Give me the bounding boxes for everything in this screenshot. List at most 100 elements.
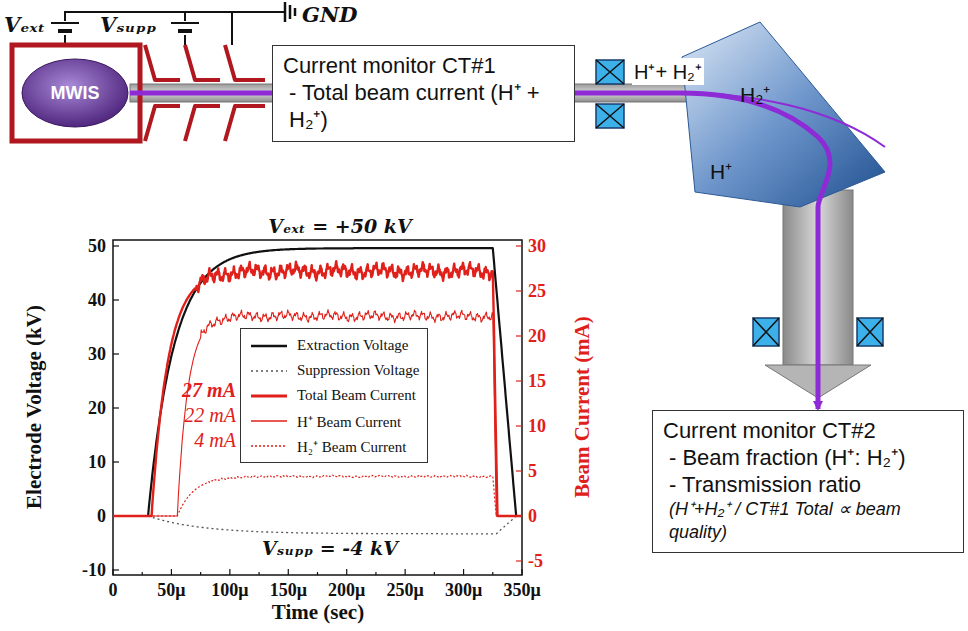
tick-label: -5	[528, 551, 543, 572]
drawing-part	[857, 318, 883, 346]
drawing-part	[65, 12, 285, 45]
drawing-part	[185, 106, 220, 141]
tick-mark	[405, 569, 406, 575]
drawing-part	[58, 29, 72, 33]
box-text: (H⁺+H₂⁺ / CT#1 Total ∝ beam quality)	[663, 498, 953, 544]
tick-label: 300μ	[445, 580, 482, 601]
tick-label: 200μ	[328, 580, 365, 601]
tick-mark	[516, 335, 522, 336]
shape-label: H⁺	[710, 157, 732, 185]
axis-title: Beam Current (mA)	[570, 316, 595, 498]
legend-line	[251, 344, 287, 347]
legend-text: Suppression Voltage	[297, 362, 419, 379]
drawing-part	[145, 45, 180, 80]
tick-mark	[288, 569, 289, 575]
tick-mark	[434, 572, 435, 575]
tick-mark	[516, 470, 522, 471]
drawing-part	[596, 104, 624, 128]
drawing-part	[50, 21, 80, 35]
drawing-part	[596, 60, 624, 84]
drawing-part	[12, 45, 140, 141]
drawing-part	[65, 2, 295, 45]
tick-mark	[346, 569, 347, 575]
tick-mark	[113, 299, 119, 300]
tick-mark	[463, 569, 464, 575]
tick-label: 350μ	[503, 580, 540, 601]
legend-sample	[249, 365, 289, 377]
drawing-part	[284, 2, 287, 22]
tick-label: 150μ	[270, 580, 307, 601]
shape-label: MWIS	[20, 57, 130, 129]
legend-row: H⁺ Beam Current	[249, 408, 419, 433]
legend-row: H₂⁺ Beam Current	[249, 433, 419, 458]
tick-mark	[113, 245, 119, 246]
legend-sample	[249, 440, 289, 452]
tick-label: 100μ	[211, 580, 248, 601]
tick-mark	[113, 353, 119, 354]
tick-label: 250μ	[387, 580, 424, 601]
tick-mark	[258, 572, 259, 575]
tick-label: 25	[528, 281, 546, 302]
drawing-part	[225, 45, 265, 80]
shape-label: H₂⁺	[740, 80, 770, 108]
data-curve	[113, 475, 522, 516]
box-heading: Current monitor CT#1	[283, 52, 564, 79]
current-value: 4 mA	[194, 429, 236, 452]
tick-label: 50	[88, 236, 106, 257]
h2-beam-path	[680, 93, 885, 147]
legend-row: Suppression Voltage	[249, 358, 419, 383]
legend-line	[251, 420, 287, 421]
legend-text: H⁺ Beam Current	[297, 411, 401, 431]
legend-row: Extraction Voltage	[249, 333, 419, 358]
tick-mark	[229, 569, 230, 575]
drawing-part	[857, 318, 883, 346]
drawing-part	[170, 21, 200, 35]
tick-label: 10	[88, 452, 106, 473]
legend-line	[251, 445, 287, 446]
legend-sample	[249, 340, 289, 352]
box-text: - Total beam current (H⁺ + H₂⁺)	[283, 79, 564, 133]
drawing-part	[596, 104, 624, 128]
tick-mark	[113, 569, 119, 570]
ion-source: MWIS	[20, 57, 130, 129]
legend-row: Total Beam Current	[249, 383, 419, 408]
beam-line	[130, 91, 272, 96]
tick-mark	[113, 407, 119, 408]
tick-mark	[521, 569, 522, 575]
box-heading: Current monitor CT#2	[663, 417, 953, 444]
box-text: - Transmission ratio	[663, 471, 953, 498]
tick-label: 20	[528, 326, 546, 347]
drawing-part	[145, 106, 180, 141]
supply-label: Vₑₓₜ	[4, 12, 45, 37]
axis-title: Time (sec)	[272, 600, 364, 625]
bending-magnet: H₂⁺ H⁺	[680, 22, 885, 207]
chart-legend: Extraction VoltageSuppression VoltageTot…	[240, 328, 428, 463]
drawing-part	[113, 248, 522, 534]
legend-line	[251, 394, 287, 397]
drawing-part	[753, 318, 779, 346]
tick-label: 15	[528, 371, 546, 392]
tick-mark	[516, 560, 522, 561]
drawing-part	[113, 240, 522, 575]
beam-line	[816, 207, 821, 409]
tick-label: 30	[88, 344, 106, 365]
tick-mark	[317, 572, 318, 575]
drawing-part	[171, 22, 199, 24]
tick-mark	[516, 245, 522, 246]
ground-label: GND	[302, 2, 357, 27]
data-curve	[113, 261, 522, 516]
data-curve	[113, 248, 522, 516]
legend-text: Extraction Voltage	[297, 337, 409, 354]
box-text: - Beam fraction (H⁺: H₂⁺)	[663, 444, 953, 471]
tick-label: 40	[88, 290, 106, 311]
axis-title: Electrode Voltage (kV)	[22, 305, 47, 509]
drawing-part	[294, 8, 297, 16]
tick-label: 0	[528, 506, 537, 527]
tick-label: 0	[97, 506, 106, 527]
data-curve	[113, 516, 522, 534]
drawing-part	[51, 22, 79, 24]
tick-label: 50μ	[157, 580, 185, 601]
tick-mark	[516, 290, 522, 291]
current-value: 22 mA	[184, 404, 236, 427]
